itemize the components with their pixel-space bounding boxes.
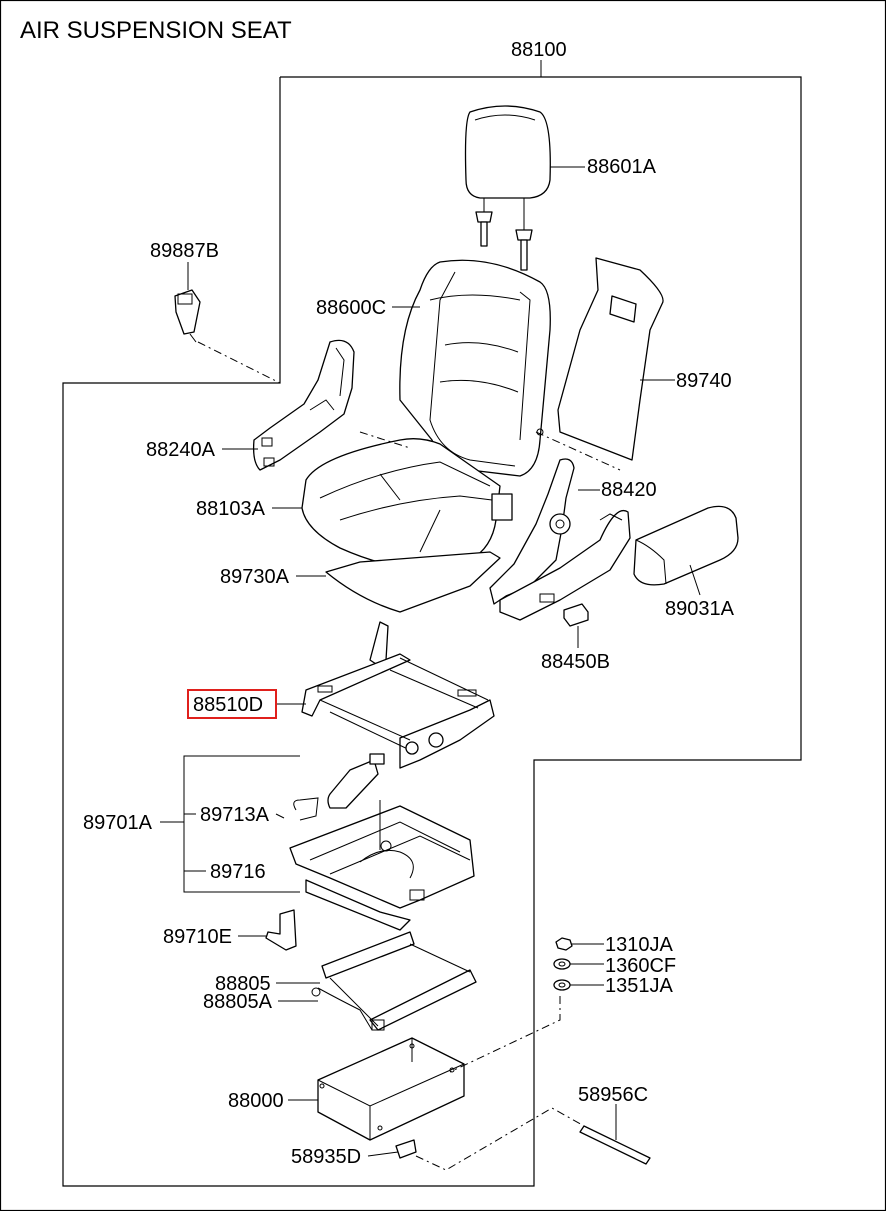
label-1310ja: 1310JA xyxy=(605,934,673,956)
headrest-drawing xyxy=(464,105,551,271)
pin-drawing xyxy=(579,1125,651,1165)
label-88240a: 88240A xyxy=(146,439,216,461)
cylinder-drawing xyxy=(275,753,385,821)
label-89713a: 89713A xyxy=(200,804,270,826)
cushion-drawing xyxy=(301,438,513,571)
label-88000: 88000 xyxy=(228,1090,284,1112)
seat-frame-drawing xyxy=(301,621,495,769)
armrest-drawing xyxy=(633,505,739,586)
label-1351ja: 1351JA xyxy=(605,975,673,997)
rails-drawing xyxy=(311,931,477,1031)
label-1360cf: 1360CF xyxy=(605,955,676,977)
highlight-box xyxy=(187,689,277,719)
back-board-drawing xyxy=(557,257,664,461)
label-88601a: 88601A xyxy=(587,156,657,178)
relation-lines xyxy=(197,341,621,1171)
pad-drawing xyxy=(325,551,501,613)
label-88510d: 88510D xyxy=(193,694,263,716)
label-88420: 88420 xyxy=(601,479,657,501)
seat-back-drawing xyxy=(399,259,551,477)
label-88600c: 88600C xyxy=(316,297,386,319)
base-drawing xyxy=(317,1037,465,1141)
label-88100: 88100 xyxy=(511,39,567,61)
buckle-drawing xyxy=(174,289,201,343)
label-89710e: 89710E xyxy=(163,926,232,948)
label-88805: 88805 xyxy=(215,973,271,995)
bracket-drawing xyxy=(265,909,297,951)
label-88103a: 88103A xyxy=(196,498,266,520)
label-89730a: 89730A xyxy=(220,566,290,588)
label-58956c: 58956C xyxy=(578,1084,648,1106)
label-58935d: 58935D xyxy=(291,1146,361,1168)
label-89031a: 89031A xyxy=(665,598,735,620)
bolt-drawing xyxy=(395,1139,417,1159)
knob-drawing xyxy=(563,603,589,627)
suspension-drawing xyxy=(289,800,475,931)
assembly-frame xyxy=(62,76,802,1187)
side-cover-drawing xyxy=(252,339,355,471)
label-89716: 89716 xyxy=(210,861,266,883)
label-89887b: 89887B xyxy=(150,240,219,262)
label-89701a: 89701A xyxy=(83,812,153,834)
label-88805a: 88805A xyxy=(203,991,273,1013)
diagram-title: AIR SUSPENSION SEAT xyxy=(20,17,292,44)
label-89740: 89740 xyxy=(676,370,732,392)
suspension-bracket-line xyxy=(183,755,300,893)
fasteners-drawing xyxy=(553,937,573,991)
label-88450b: 88450B xyxy=(541,651,610,673)
recliner-drawing xyxy=(489,458,631,621)
